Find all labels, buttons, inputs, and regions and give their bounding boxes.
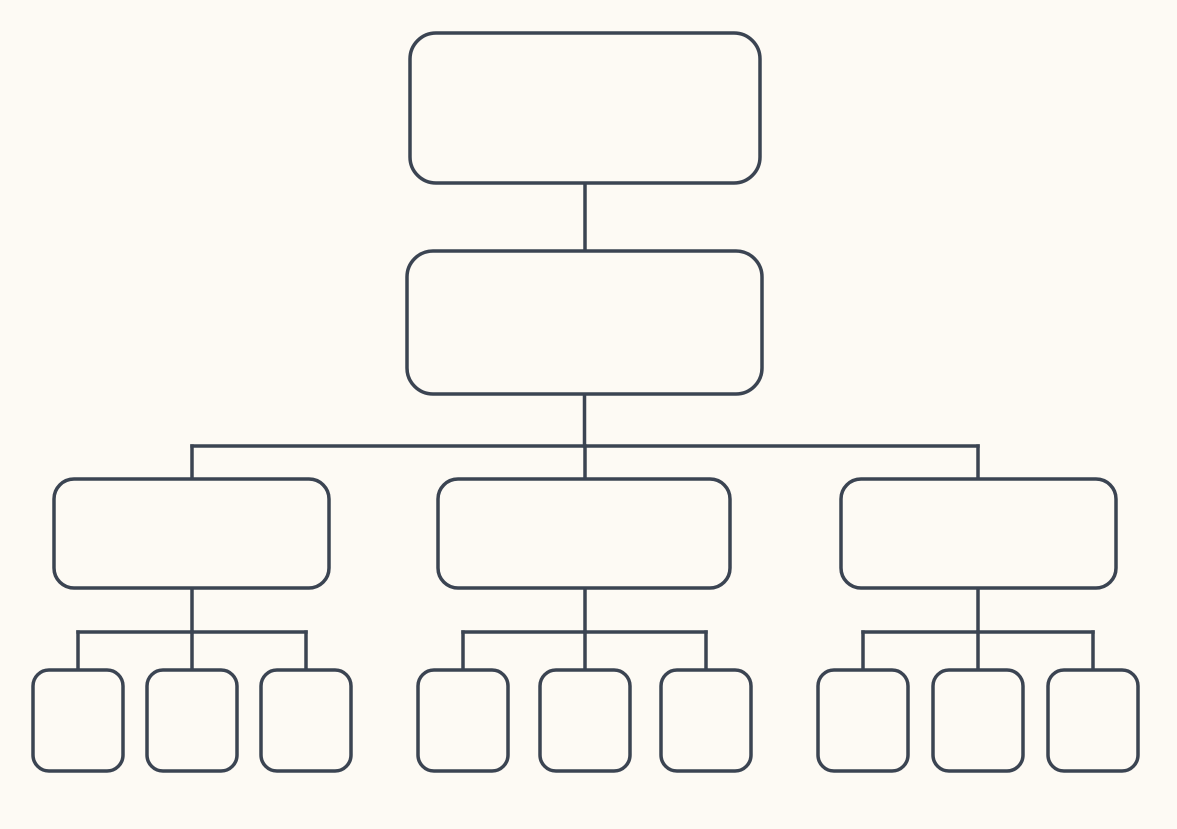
leaf-box-3-2: [931, 668, 1025, 773]
manager-box: [405, 249, 764, 396]
leaf-box-3-3: [1046, 668, 1140, 773]
leaf-box-2-2: [538, 668, 632, 773]
root-box: [408, 31, 762, 185]
group-box-1: [52, 477, 331, 590]
group-box-3: [839, 477, 1118, 590]
leaf-box-1-3: [259, 668, 353, 773]
connector-lines: [76, 181, 1095, 672]
leaf-box-3-1: [816, 668, 910, 773]
leaf-box-2-3: [659, 668, 753, 773]
group-box-2: [436, 477, 732, 590]
leaf-box-1-1: [31, 668, 125, 773]
org-chart-nodes: [31, 31, 1140, 773]
leaf-box-1-2: [145, 668, 239, 773]
leaf-box-2-1: [416, 668, 510, 773]
